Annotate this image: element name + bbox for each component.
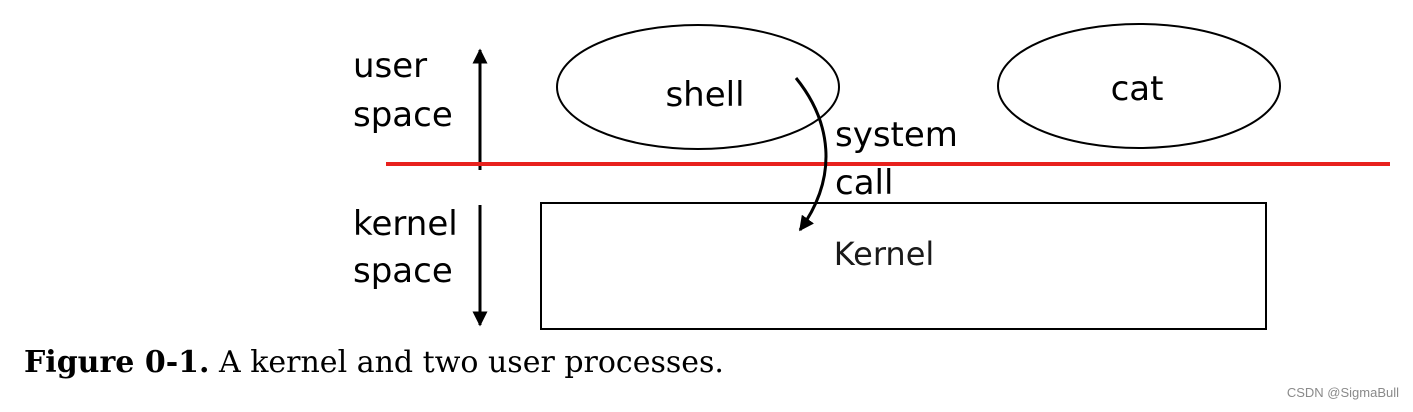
cat-process-ellipse bbox=[997, 23, 1281, 149]
kernel-box bbox=[540, 202, 1267, 330]
kernel-space-label-line2: space bbox=[353, 251, 453, 291]
figure-caption-text: A kernel and two user processes. bbox=[219, 345, 724, 380]
system-call-label-line1: system bbox=[835, 115, 958, 155]
system-call-arrow bbox=[794, 77, 828, 232]
cat-process-label: cat bbox=[1111, 69, 1164, 109]
system-call-label-line2: call bbox=[835, 163, 893, 203]
figure-caption: Figure 0-1. A kernel and two user proces… bbox=[24, 345, 724, 380]
shell-process-ellipse bbox=[556, 24, 840, 150]
kernel-label: Kernel bbox=[834, 235, 935, 273]
shell-process-label: shell bbox=[665, 75, 744, 115]
user-space-label-line2: space bbox=[353, 95, 453, 135]
figure-caption-label: Figure 0-1. bbox=[24, 345, 210, 380]
watermark: CSDN @SigmaBull bbox=[1286, 385, 1399, 400]
kernel-space-label-line1: kernel bbox=[353, 204, 458, 244]
user-space-label-line1: user bbox=[353, 46, 427, 86]
